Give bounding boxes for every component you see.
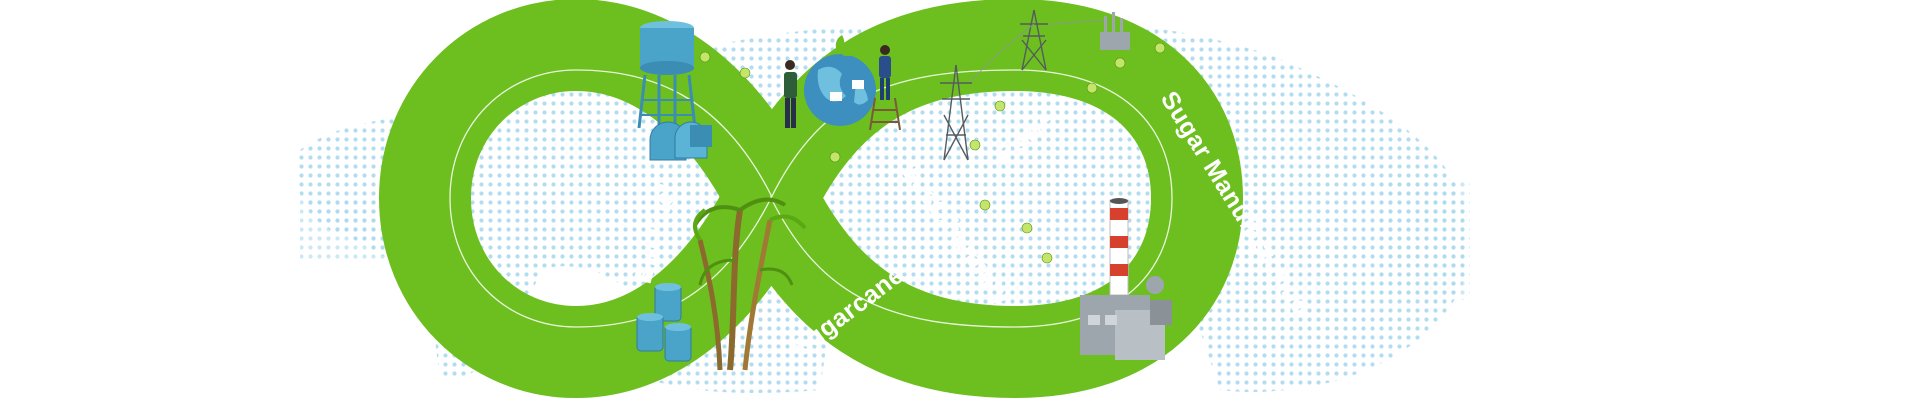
factory-chimney-icon xyxy=(1080,198,1172,360)
power-tower-icon xyxy=(940,9,1111,161)
sugarcane-plant-icon xyxy=(693,197,807,371)
path-trees xyxy=(699,42,1166,264)
globe-people-icon xyxy=(784,35,901,131)
infinity-band xyxy=(379,0,1243,398)
water-tower-icon xyxy=(637,21,712,161)
substation-icon xyxy=(1100,12,1130,50)
fuel-barrels-icon xyxy=(636,283,692,362)
